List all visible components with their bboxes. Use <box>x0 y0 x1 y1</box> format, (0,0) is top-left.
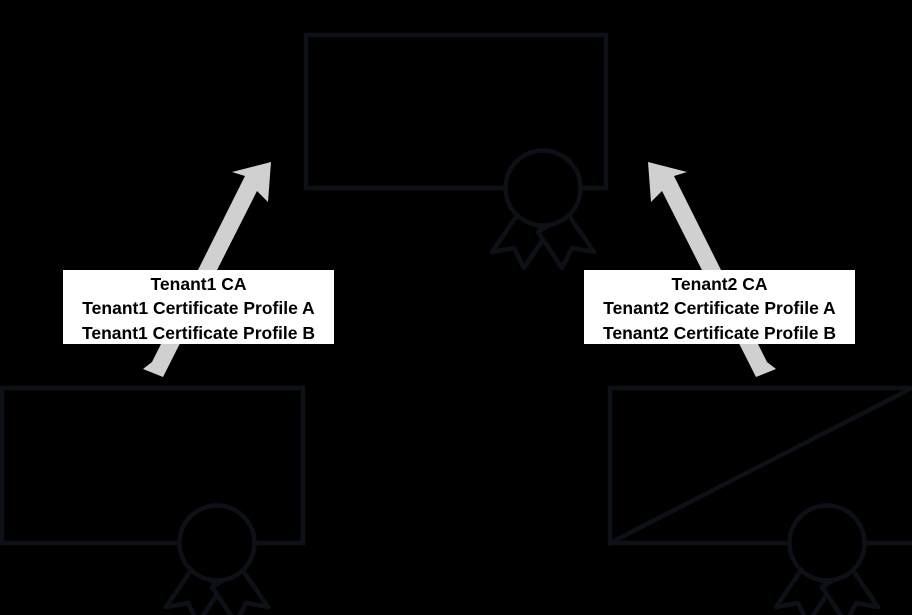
certificate-frame <box>0 385 306 546</box>
label-tenant1: Tenant1 CA Tenant1 Certificate Profile A… <box>63 270 334 344</box>
seal-circle <box>177 503 257 583</box>
certificate-icon-bottom-right <box>607 385 912 615</box>
label-tenant1-profile-b: Tenant1 Certificate Profile B <box>81 322 316 343</box>
certificate-frame <box>607 385 912 547</box>
label-tenant2-profile-b: Tenant2 Certificate Profile B <box>602 322 837 343</box>
seal-ribbon-right <box>535 211 597 271</box>
seal-circle <box>503 148 583 228</box>
label-tenant1-title: Tenant1 CA <box>150 274 247 294</box>
certificate-icon-bottom-left <box>0 385 306 615</box>
label-tenant2-title: Tenant2 CA <box>671 274 768 294</box>
certificate-frame <box>303 32 609 191</box>
label-tenant2-profile-a: Tenant2 Certificate Profile A <box>603 298 836 319</box>
seal-circle <box>787 503 867 583</box>
label-tenant1-profile-a: Tenant1 Certificate Profile A <box>82 298 315 319</box>
label-tenant2: Tenant2 CA Tenant2 Certificate Profile A… <box>584 270 855 344</box>
certificate-icon-top <box>303 32 609 271</box>
